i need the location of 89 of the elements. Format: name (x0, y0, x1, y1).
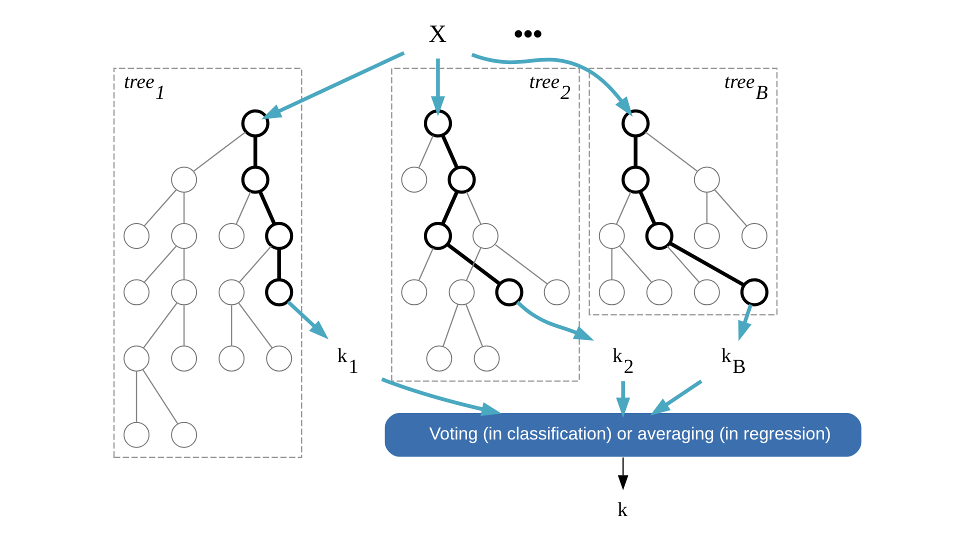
connector (440, 191, 458, 225)
node-circle (693, 279, 720, 306)
connector (465, 304, 483, 347)
connector (633, 136, 637, 168)
connector (182, 248, 184, 280)
connector (638, 191, 656, 225)
node-circle (543, 279, 570, 306)
node-circle (218, 346, 244, 372)
arrow (380, 377, 502, 416)
connector (494, 244, 548, 284)
node-circle (621, 166, 650, 194)
arrow (430, 58, 444, 116)
node-circle (621, 109, 650, 138)
node-circle (170, 346, 197, 372)
connector (668, 242, 744, 286)
arrow (617, 457, 628, 490)
node-circle (598, 222, 624, 249)
connector (465, 248, 481, 281)
node-circle (693, 166, 720, 193)
node-circle (400, 166, 427, 193)
connector (182, 192, 184, 224)
node-circle (123, 346, 150, 372)
node-circle (218, 222, 244, 249)
arrow (260, 51, 404, 120)
node-text: X (428, 21, 446, 48)
connector (446, 243, 501, 286)
connector (258, 191, 276, 225)
arrow (738, 304, 752, 342)
connector (143, 246, 176, 283)
node-circle (170, 222, 197, 249)
connector (714, 189, 747, 226)
node-circle (472, 222, 498, 249)
node-circle (740, 222, 767, 249)
node-circle (240, 109, 269, 138)
node-circle (447, 166, 476, 194)
node-circle (740, 278, 768, 306)
connector (442, 304, 458, 347)
connector (465, 192, 481, 224)
connector (238, 246, 272, 283)
node-circle (240, 166, 269, 194)
connector (276, 248, 280, 280)
node-circle (598, 279, 624, 306)
connector (618, 246, 652, 283)
node-circle (170, 422, 197, 448)
arrow (650, 380, 702, 416)
node-circle (400, 279, 427, 306)
connector (615, 192, 631, 224)
node-box: Voting (in classification) or averaging (in regression) (383, 412, 862, 458)
arrow (616, 381, 630, 418)
node-circle (266, 346, 292, 372)
node-circle (123, 222, 150, 249)
connector (235, 192, 251, 224)
connector (252, 136, 257, 168)
connector (142, 369, 178, 424)
arrow (470, 52, 632, 117)
node-circle (123, 422, 150, 448)
connector (666, 246, 700, 283)
node-circle (170, 166, 197, 193)
node-circle (264, 222, 293, 250)
label: ••• (513, 18, 542, 49)
node-circle (426, 346, 452, 372)
arrow (286, 300, 328, 340)
node-text: k (616, 498, 627, 521)
node-circle (646, 279, 672, 306)
connector (238, 302, 272, 348)
connector (192, 132, 246, 172)
connector (143, 189, 176, 226)
connector (230, 305, 232, 346)
connector (182, 305, 184, 346)
node-circle (170, 279, 197, 306)
connector (418, 248, 434, 281)
connector (135, 371, 137, 422)
connector (644, 132, 698, 172)
node-circle (423, 109, 452, 138)
node-circle (264, 278, 293, 306)
node-circle (123, 279, 150, 306)
connector (418, 135, 434, 168)
node-circle (448, 279, 474, 306)
node-circle (218, 279, 244, 306)
connector (142, 302, 178, 348)
node-circle (423, 222, 452, 250)
connector (610, 248, 612, 280)
node-circle (693, 222, 720, 249)
node-circle (473, 346, 500, 372)
arrow (516, 300, 594, 341)
node-circle (644, 222, 673, 250)
connector (440, 134, 458, 169)
connector (706, 192, 708, 224)
node-circle (494, 278, 523, 306)
